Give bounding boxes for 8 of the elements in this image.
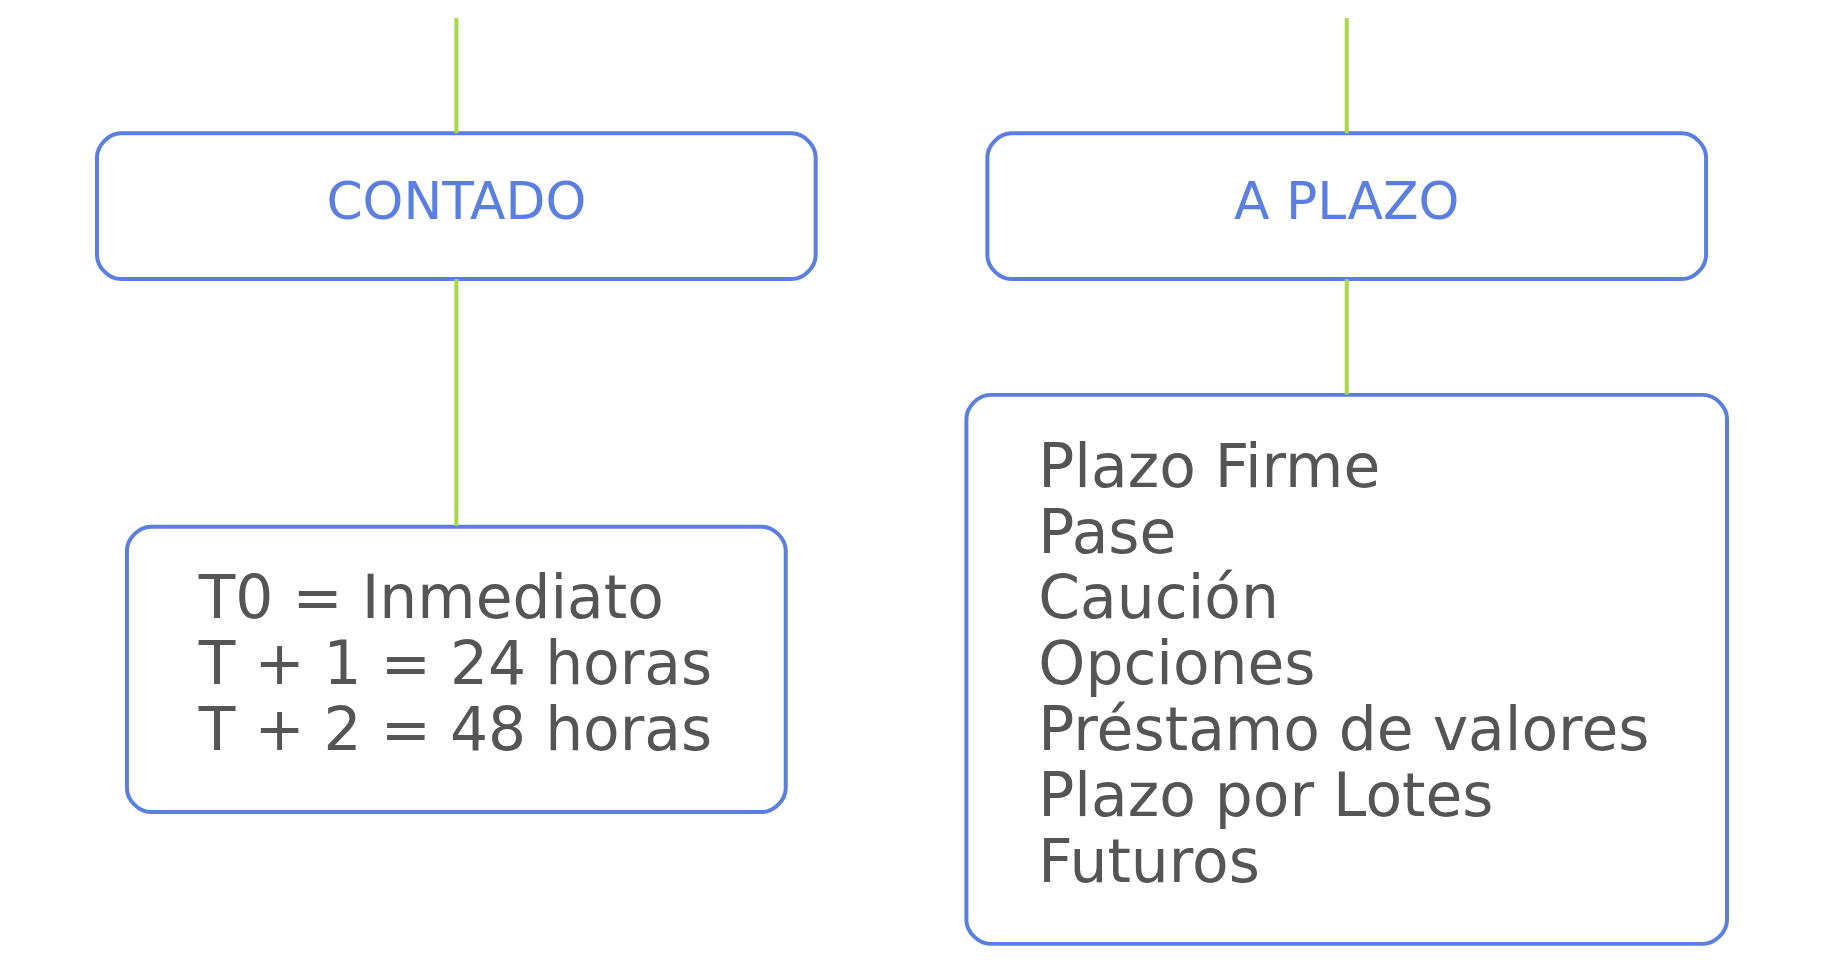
node-box: T0 = Inmediato T + 1 = 24 horas T + 2 = 48 horas [124,524,788,815]
connector [1344,18,1349,134]
node-box: Plazo Firme Pase Caución Opciones Préstamo de valores Plazo por Lotes Futuros [964,392,1729,946]
node-box: CONTADO [95,131,818,282]
connector [1344,279,1349,395]
node-box: A PLAZO [985,131,1709,282]
connector [454,18,459,134]
connector [454,279,459,526]
